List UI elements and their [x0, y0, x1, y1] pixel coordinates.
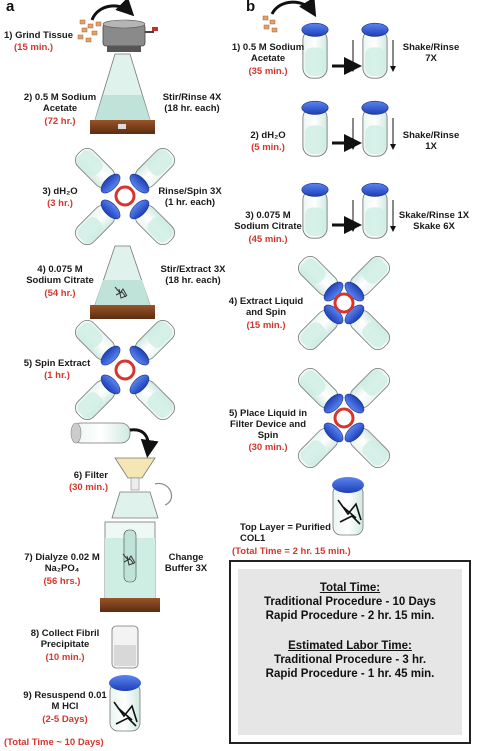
a-step2-time: (72 hr.): [44, 116, 76, 127]
b-step2-label: 2) dH₂O: [250, 130, 286, 141]
filter-icon: [70, 422, 173, 519]
a-step1-time: (15 min.): [14, 42, 54, 53]
a-step5-label: 5) Spin Extract: [23, 358, 91, 369]
a-total-time: (Total Time ~ 10 Days): [4, 737, 104, 748]
resuspend-tube-icon: [109, 675, 141, 732]
a-step3-time: (3 hr.): [47, 198, 73, 209]
dialysis-icon: [100, 521, 160, 612]
a-step4-time: (54 hr.): [44, 288, 76, 299]
b-step2-icon: [301, 100, 396, 157]
flask-stirplate-icon: [90, 53, 155, 134]
a-step5-time: (1 hr.): [44, 370, 70, 381]
a-step9-time: (2-5 Days): [42, 714, 88, 725]
b-step2-time: (5 min.): [251, 142, 285, 153]
summary-rapid-labor: Rapid Procedure - 1 hr. 45 min.: [265, 668, 435, 680]
flask-stirplate-icon-2: [90, 245, 155, 319]
summary-rapid-total: Rapid Procedure - 2 hr. 15 min.: [265, 610, 435, 622]
a-step6-label: 6) Filter: [73, 470, 108, 481]
a-step7-label: 7) Dialyze 0.02 M Na₂PO₄: [24, 552, 100, 574]
b-step3-side: Skake/Rinse 1X Skake 6X: [398, 210, 470, 232]
spin-tubes-icon: [70, 315, 180, 425]
panel-a-letter: a: [6, 0, 15, 15]
b-total-time: (Total Time = 2 hr. 15 min.): [232, 546, 351, 557]
b-step3-time: (45 min.): [248, 234, 288, 245]
a-step2-label: 2) 0.5 M Sodium Acetate: [23, 92, 97, 114]
b-step4-label: 4) Extract Liquid and Spin: [228, 296, 304, 318]
a-step1-label: 1) Grind Tissue: [4, 30, 73, 41]
a-step9-label: 9) Resuspend 0.01 M HCl: [23, 690, 107, 712]
a-step8-time: (10 min.): [45, 652, 85, 663]
a-step2-side: Stir/Rinse 4X (18 hr. each): [162, 92, 222, 114]
b-step1-side: Shake/Rinse 7X: [402, 42, 460, 64]
a-step3-label: 3) dH₂O: [42, 186, 78, 197]
b-step1-icon: [262, 0, 396, 79]
b-step3-label: 3) 0.075 M Sodium Citrate: [234, 210, 302, 232]
centrifuge-tubes-icon: [70, 143, 180, 250]
summary-box: Total Time: Traditional Procedure - 10 D…: [229, 560, 471, 744]
b-step1-label: 1) 0.5 M Sodium Acetate: [231, 42, 305, 64]
summary-total-title: Total Time:: [319, 582, 381, 594]
b-step3-icon: [301, 182, 396, 239]
summary-labor-title: Estimated Labor Time:: [288, 640, 412, 652]
a-step4-side: Stir/Extract 3X (18 hr. each): [160, 264, 226, 286]
b-step1-time: (35 min.): [248, 66, 288, 77]
summary-traditional-total: Traditional Procedure - 10 Days: [264, 596, 436, 608]
b-step4-time: (15 min.): [246, 320, 286, 331]
a-step4-label: 4) 0.075 M Sodium Citrate: [26, 264, 94, 286]
summary-traditional-labor: Traditional Procedure - 3 hr.: [273, 654, 427, 666]
purified-col1-tube-icon: [332, 477, 364, 536]
a-step3-side: Rinse/Spin 3X (1 hr. each): [158, 186, 222, 208]
grinder-icon: [77, 0, 158, 52]
b-final-label: Top Layer = Purified COL1: [240, 522, 331, 544]
b-step5-icon: [293, 363, 395, 473]
b-step5-time: (30 min.): [248, 442, 288, 453]
b-step4-icon: [293, 251, 395, 355]
panel-b-letter: b: [246, 0, 256, 15]
a-step7-side: Change Buffer 3X: [164, 552, 208, 574]
precipitate-tube-icon: [111, 625, 139, 669]
a-step7-time: (56 hrs.): [43, 576, 81, 587]
b-step2-side: Shake/Rinse 1X: [402, 130, 460, 152]
summary-panel: Total Time: Traditional Procedure - 10 D…: [238, 569, 462, 735]
a-step8-label: 8) Collect Fibril Precipitate: [30, 628, 100, 650]
b-step5-label: 5) Place Liquid in Filter Device and Spi…: [228, 408, 308, 441]
a-step6-time: (30 min.): [68, 482, 108, 493]
